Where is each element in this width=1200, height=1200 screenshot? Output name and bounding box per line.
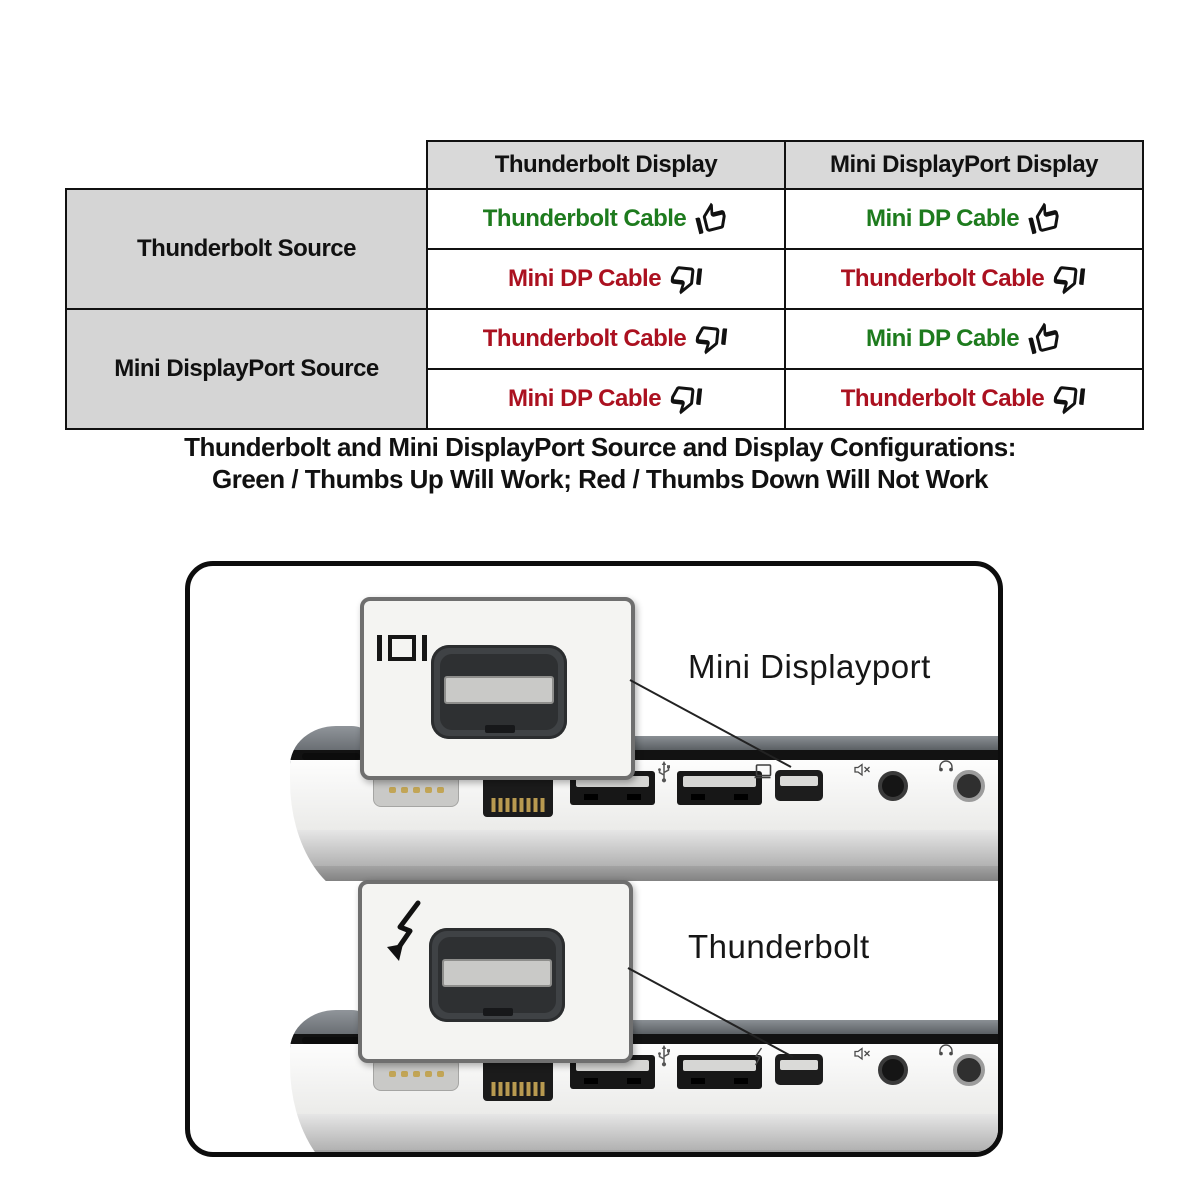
- audio-in-jack: [878, 1055, 908, 1085]
- thumbs-up-icon: [1028, 322, 1059, 355]
- compatibility-table: Thunderbolt Display Mini DisplayPort Dis…: [65, 140, 1144, 430]
- laptop-base: [290, 866, 998, 881]
- table-cell: Mini DP Cable: [426, 248, 786, 310]
- mini-displayport-logo-icon: [377, 635, 427, 661]
- table-cell: Thunderbolt Cable: [784, 368, 1144, 430]
- thunderbolt-connector: [429, 928, 565, 1022]
- row-header-minidp-source: Mini DisplayPort Source: [65, 308, 428, 430]
- ports-diagram-panel: Mini Displayport Thunderbolt: [185, 561, 1003, 1157]
- cable-label: Mini DP Cable: [865, 205, 1020, 232]
- thunderbolt-label: Thunderbolt: [688, 928, 870, 965]
- mini-displayport-label: Mini Displayport: [688, 648, 931, 685]
- laptop-slot: [302, 753, 360, 760]
- mini-displayport-port: [775, 770, 823, 801]
- table-caption: Thunderbolt and Mini DisplayPort Source …: [0, 431, 1200, 495]
- laptop-slot: [302, 1037, 360, 1044]
- cable-label: Mini DP Cable: [507, 385, 662, 412]
- display-icon: [754, 764, 772, 779]
- laptop-body-curve: [290, 1114, 998, 1150]
- thumbs-down-icon: [1054, 266, 1086, 295]
- thumbs-down-icon: [670, 386, 703, 415]
- col-header-thunderbolt-display: Thunderbolt Display: [426, 140, 786, 190]
- thunderbolt-port: [775, 1054, 823, 1085]
- caption-line-2: Green / Thumbs Up Will Work; Red / Thumb…: [211, 464, 989, 494]
- table-corner-blank: [66, 141, 427, 189]
- table-cell: Mini DP Cable: [784, 188, 1144, 250]
- lightning-icon: [754, 1047, 763, 1066]
- cable-label: Mini DP Cable: [507, 265, 662, 292]
- headphones-icon: [939, 1044, 953, 1056]
- table-cell: Mini DP Cable: [426, 368, 786, 430]
- laptop-body-curve: [290, 830, 998, 866]
- mini-displayport-connector-card: [360, 597, 635, 780]
- row-header-thunderbolt-source: Thunderbolt Source: [65, 188, 428, 310]
- audio-in-jack: [878, 771, 908, 801]
- thumbs-down-icon: [1054, 386, 1086, 415]
- caption-line-1: Thunderbolt and Mini DisplayPort Source …: [184, 432, 1016, 462]
- table-cell: Thunderbolt Cable: [426, 188, 786, 250]
- line-in-icon: [854, 763, 870, 777]
- usb-port: [677, 1055, 762, 1089]
- col-header-minidp-display: Mini DisplayPort Display: [784, 140, 1144, 190]
- thumbs-down-icon: [670, 266, 703, 295]
- thunderbolt-logo-icon: [387, 900, 421, 961]
- cable-label: Thunderbolt Cable: [482, 325, 687, 352]
- line-in-icon: [854, 1047, 870, 1061]
- headphone-jack: [953, 770, 985, 802]
- cable-label: Thunderbolt Cable: [482, 205, 687, 232]
- mini-displayport-connector: [431, 645, 567, 739]
- table-cell: Mini DP Cable: [784, 308, 1144, 370]
- table-cell: Thunderbolt Cable: [426, 308, 786, 370]
- thumbs-up-icon: [695, 202, 726, 235]
- cable-label: Thunderbolt Cable: [840, 265, 1045, 292]
- table-cell: Thunderbolt Cable: [784, 248, 1144, 310]
- usb-icon: [658, 761, 670, 783]
- headphone-jack: [953, 1054, 985, 1086]
- thumbs-down-icon: [696, 326, 728, 355]
- usb-port: [677, 771, 762, 805]
- thunderbolt-connector-card: [358, 880, 633, 1063]
- cable-label: Mini DP Cable: [865, 325, 1020, 352]
- usb-icon: [658, 1045, 670, 1067]
- cable-label: Thunderbolt Cable: [840, 385, 1045, 412]
- laptop-base: [290, 1150, 998, 1152]
- thumbs-up-icon: [1028, 202, 1059, 235]
- headphones-icon: [939, 760, 953, 772]
